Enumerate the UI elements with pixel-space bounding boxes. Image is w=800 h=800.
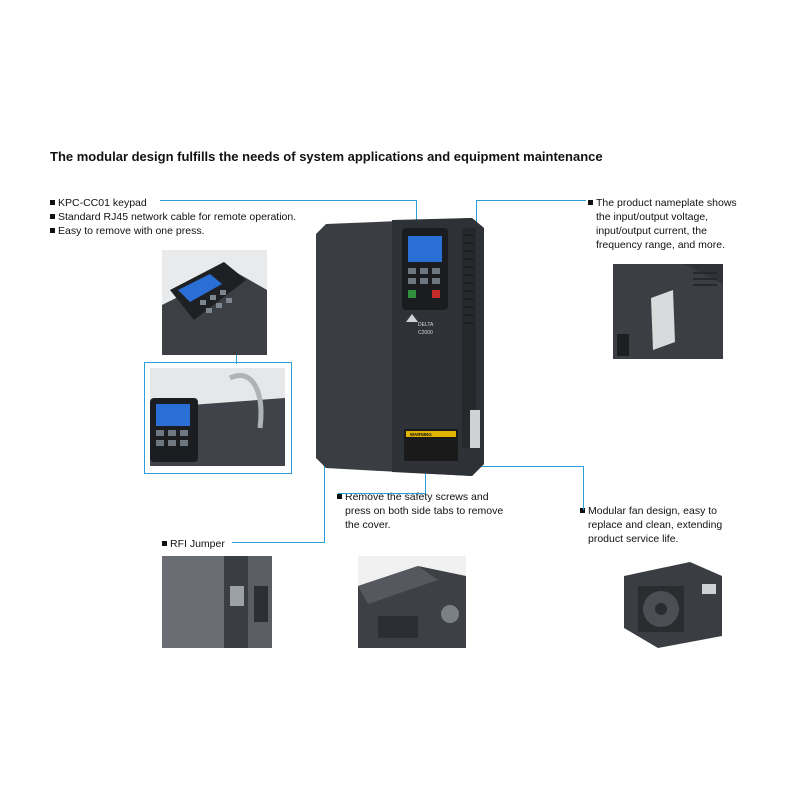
keypad-notes: KPC-CC01 keypad Standard RJ45 network ca… [50, 196, 296, 238]
keypad-note-1: KPC-CC01 keypad [50, 196, 296, 210]
drive-illustration [316, 218, 484, 476]
page-title: The modular design fulfills the needs of… [50, 149, 603, 164]
fan-callout-line [458, 466, 584, 467]
nameplate-photo [613, 264, 723, 359]
keypad-cable-photo [150, 368, 285, 466]
drive-model: C2000 [418, 330, 433, 336]
drive-warning-label: WARNING [410, 432, 432, 437]
nameplate-callout-line [476, 200, 586, 201]
rfi-callout-line [232, 542, 325, 543]
drive-brand: DELTA [418, 322, 434, 328]
cover-callout-drop [425, 454, 426, 494]
keypad-cable-frame [144, 362, 292, 474]
fan-module-photo [610, 556, 732, 648]
keypad-photo [162, 250, 267, 355]
rfi-note: RFI Jumper [162, 537, 225, 551]
keypad-note-3: Easy to remove with one press. [50, 224, 296, 238]
cover-note: Remove the safety screws and press on bo… [337, 490, 503, 532]
fan-callout-drop [583, 466, 584, 510]
keypad-callout-line [160, 200, 417, 201]
keypad-note-2: Standard RJ45 network cable for remote o… [50, 210, 296, 224]
fan-note: Modular fan design, easy to replace and … [580, 504, 722, 546]
rfi-callout-drop [324, 395, 325, 543]
nameplate-note: The product nameplate shows the input/ou… [588, 196, 737, 252]
rfi-jumper-photo [162, 556, 272, 648]
cover-removal-photo [358, 556, 466, 648]
cover-callout-line [338, 493, 425, 494]
